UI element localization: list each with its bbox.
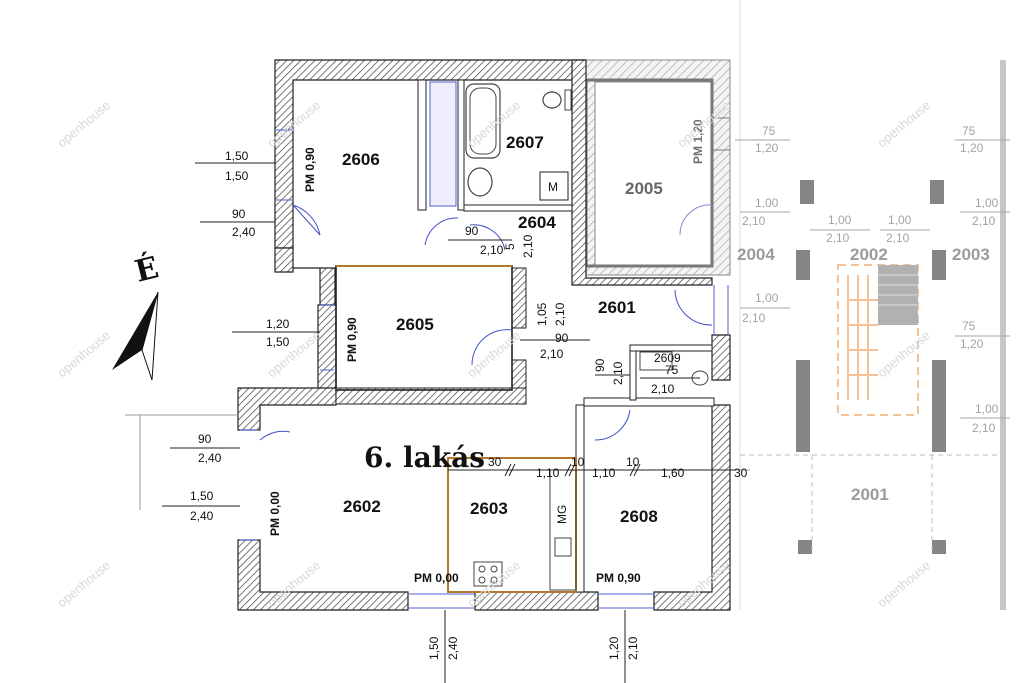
dim-bottom-window-1-height: 2,40: [446, 636, 460, 660]
apartment-walls: M MG: [237, 59, 731, 611]
neighbor-dim-8-top: 75: [962, 319, 976, 333]
pm-2602-label: PM 0,00: [268, 491, 282, 536]
watermark: openhouse: [874, 327, 933, 380]
dim-window-2606-height: 1,50: [225, 169, 249, 183]
room-2004-label: 2004: [737, 245, 775, 264]
dim-door-2606-width: 90: [232, 207, 246, 221]
dim-2609-vertical-b: 2,10: [611, 361, 625, 385]
room-2003-label: 2003: [952, 245, 990, 264]
dim-2604-vertical-a: 5: [503, 243, 517, 250]
neighbor-dim-4-top: 1,00: [828, 213, 852, 227]
dimension-lines: [125, 162, 735, 683]
dim-window-2605-height: 1,50: [266, 335, 290, 349]
north-label: É: [131, 249, 162, 289]
neighbor-dim-1-top: 75: [762, 124, 776, 138]
room-2005: 2005 PM 1,20: [584, 59, 731, 276]
neighbor-dim-3-bottom: 2,10: [742, 214, 766, 228]
dim-door-2602-height: 2,40: [198, 451, 222, 465]
dim-kitchen-6: 1,60: [661, 466, 685, 480]
dim-door-2602-width: 90: [198, 432, 212, 446]
dim-2609-vertical-a: 90: [593, 358, 607, 372]
pm-2603-label: PM 0,00: [414, 571, 459, 585]
neighbor-dim-7-top: 1,00: [755, 291, 779, 305]
neighbor-dim-4-bottom: 2,10: [826, 231, 850, 245]
room-2602-label: 2602: [343, 497, 381, 516]
dim-bottom-window-2-height: 2,10: [626, 636, 640, 660]
pm-2606-label: PM 0,90: [303, 147, 317, 192]
dim-kitchen-4: 1,10: [592, 466, 616, 480]
neighbor-dim-6-bottom: 2,10: [972, 214, 996, 228]
dim-door-2604-width: 90: [465, 224, 479, 238]
neighbor-dim-5-top: 1,00: [888, 213, 912, 227]
north-arrow-icon: [112, 292, 158, 370]
dim-bottom-window-2-width: 1,20: [607, 636, 621, 660]
neighbor-dim-3-top: 1,00: [755, 196, 779, 210]
dim-bottom-window-1-width: 1,50: [427, 636, 441, 660]
dim-door-2609-height: 2,10: [651, 382, 675, 396]
watermark: openhouse: [264, 97, 323, 150]
stove-label: MG: [555, 505, 569, 524]
neighbor-dim-6-top: 1,00: [975, 196, 999, 210]
room-2605-label: 2605: [396, 315, 434, 334]
dim-window-2606-width: 1,50: [225, 149, 249, 163]
neighbor-plan: 2004 2002 2003 2001 75 1,20 75 1,20 1,00…: [735, 0, 1010, 610]
room-2001-label: 2001: [851, 485, 889, 504]
dim-kitchen-3: 10: [571, 455, 585, 469]
dim-window-2605-width: 1,20: [266, 317, 290, 331]
dimension-labels: 1,50 1,50 90 2,40 1,20 1,50 90 2,40 1,50…: [190, 149, 748, 660]
room-2604-label: 2604: [518, 213, 556, 232]
watermark: openhouse: [54, 557, 113, 610]
neighbor-dim-7-bottom: 2,10: [742, 311, 766, 325]
neighbor-dim-2-bottom: 1,20: [960, 141, 984, 155]
dim-door-2605-height: 2,10: [540, 347, 564, 361]
dimension-ticks: [504, 463, 641, 477]
dim-door-2605-width: 90: [555, 331, 569, 345]
neighbor-dim-9-top: 1,00: [975, 402, 999, 416]
watermark: openhouse: [874, 97, 933, 150]
room-2005-label: 2005: [625, 179, 663, 198]
watermark: openhouse: [54, 97, 113, 150]
neighbor-dim-8-bottom: 1,20: [960, 337, 984, 351]
apartment-title: 6. lakás: [364, 441, 485, 474]
north-arrow: É: [112, 249, 162, 381]
watermarks: openhouse openhouse openhouse openhouse …: [54, 97, 933, 610]
dim-kitchen-1: 30: [488, 455, 502, 469]
floor-level-labels: PM 0,90 PM 0,90 PM 0,00 PM 0,00 PM 0,90: [268, 147, 641, 585]
dim-door-2604-height: 2,10: [480, 243, 504, 257]
dim-kitchen-7: 30: [734, 466, 748, 480]
dim-window-2602-width: 1,50: [190, 489, 214, 503]
dim-door-2606-height: 2,40: [232, 225, 256, 239]
washer-label: M: [548, 180, 558, 194]
room-2606-label: 2606: [342, 150, 380, 169]
room-2603-label: 2603: [470, 499, 508, 518]
pm-2005-label: PM 1,20: [691, 119, 705, 164]
neighbor-dim-9-bottom: 2,10: [972, 421, 996, 435]
watermark: openhouse: [874, 557, 933, 610]
dim-kitchen-2: 1,10: [536, 466, 560, 480]
neighbor-dim-5-bottom: 2,10: [886, 231, 910, 245]
room-2608-label: 2608: [620, 507, 658, 526]
dim-window-2602-height: 2,40: [190, 509, 214, 523]
room-labels: 2606 2607 2604 2605 2601 2609 2602 2603 …: [342, 133, 681, 526]
neighbor-dim-1-bottom: 1,20: [755, 141, 779, 155]
pm-2605-label: PM 0,90: [345, 317, 359, 362]
dim-2601-vertical-b: 2,10: [553, 302, 567, 326]
room-2609-label: 2609: [654, 351, 681, 365]
dim-2601-vertical-a: 1,05: [535, 302, 549, 326]
pm-2608-label: PM 0,90: [596, 571, 641, 585]
dim-door-2609-width: 75: [665, 363, 679, 377]
dim-kitchen-5: 10: [626, 455, 640, 469]
neighbor-dim-2-top: 75: [962, 124, 976, 138]
watermark: openhouse: [54, 327, 113, 380]
dim-2604-vertical-b: 2,10: [521, 234, 535, 258]
room-2601-label: 2601: [598, 298, 636, 317]
room-2607-label: 2607: [506, 133, 544, 152]
room-2002-label: 2002: [850, 245, 888, 264]
